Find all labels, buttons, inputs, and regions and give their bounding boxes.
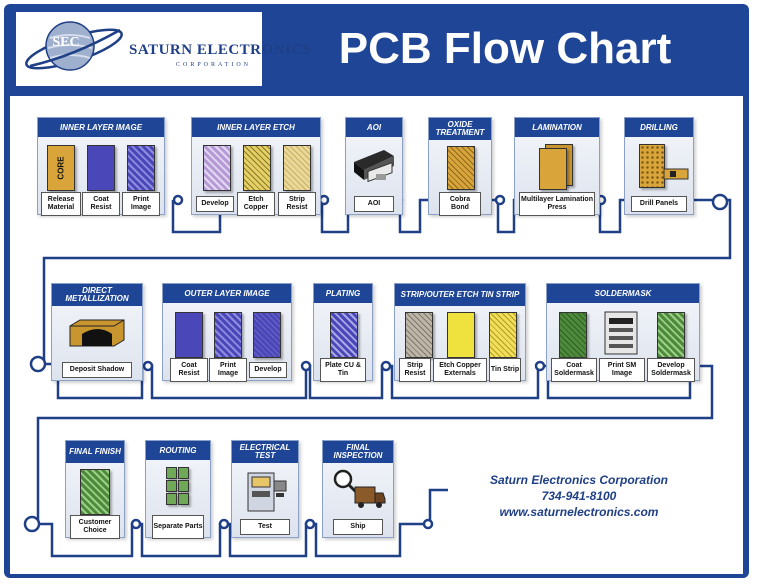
step-label: Separate Parts [152, 515, 204, 539]
step-label: Drill Panels [631, 196, 687, 212]
step-label: Develop Soldermask [647, 358, 695, 382]
etch-copper-panel-icon [447, 312, 475, 358]
stage-strip-outer-etch: STRIP/OUTER ETCH TIN STRIP Strip Resist … [394, 283, 526, 382]
stage-plating: PLATING Plate CU & Tin [313, 283, 373, 382]
step-label: Strip Resist [399, 358, 431, 382]
coat-resist-panel-icon [87, 145, 115, 191]
aoi-machine-icon [354, 150, 394, 183]
step-label: Strip Resist [278, 192, 316, 216]
contact-company: Saturn Electronics Corporation [489, 473, 669, 487]
stage-final-inspection: FINAL INSPECTION Ship [322, 440, 394, 538]
step-label: Ship [333, 519, 383, 535]
contact-phone: 734-941-8100 [541, 489, 617, 503]
stage-title: OUTER LAYER IMAGE [163, 284, 291, 303]
stage-direct-metallization: DIRECT METALLIZATION Deposit Shadow [51, 283, 143, 381]
develop-panel-icon [203, 145, 231, 191]
coat-soldermask-panel-icon [559, 312, 587, 358]
stage-title: DRILLING [625, 118, 693, 137]
step-label: Tin Strip [489, 358, 521, 382]
drill-panel-icon [639, 144, 665, 188]
coat-resist-panel-icon [175, 312, 203, 358]
stage-routing: ROUTING Separate Parts [145, 440, 211, 539]
routed-part-icon [178, 493, 189, 505]
electrical-tester-icon [247, 472, 287, 512]
develop-panel-icon [253, 312, 281, 358]
print-image-panel-icon [214, 312, 242, 358]
plating-panel-icon [330, 312, 358, 358]
stage-title: INNER LAYER IMAGE [38, 118, 164, 137]
company-subtitle: CORPORATION [176, 62, 252, 68]
company-logo: SEC SATURN ELECTRONICS CORPORATION [16, 12, 311, 86]
etch-copper-panel-icon [243, 145, 271, 191]
stage-final-finish: FINAL FINISH Customer Choice [65, 440, 125, 539]
step-label: Print Image [209, 358, 247, 382]
step-label: Customer Choice [70, 515, 120, 539]
step-label: Plate CU & Tin [320, 358, 366, 382]
deposit-shadow-icon [69, 319, 125, 347]
stage-title: LAMINATION [515, 118, 599, 137]
stage-title: PLATING [314, 284, 372, 303]
stage-soldermask: SOLDERMASK Coat Soldermask Print SM Imag… [546, 283, 700, 382]
stage-title: STRIP/OUTER ETCH TIN STRIP [395, 284, 525, 306]
stage-title: DIRECT METALLIZATION [52, 284, 142, 306]
step-label: Etch Copper Externals [433, 358, 487, 382]
step-label: Release Material [41, 192, 81, 216]
step-label: Print Image [122, 192, 160, 216]
stage-drilling: DRILLING Drill Panels [624, 117, 694, 215]
step-label: Deposit Shadow [62, 362, 132, 378]
stage-inner-layer-image: INNER LAYER IMAGE CORE Release Material … [37, 117, 165, 216]
step-label: Coat Resist [170, 358, 208, 382]
step-label: Multilayer Lamination Press [519, 192, 595, 216]
routed-part-icon [166, 480, 177, 492]
strip-resist-panel-icon [405, 312, 433, 358]
step-label: Coat Resist [82, 192, 120, 216]
core-panel-icon: CORE [47, 145, 75, 191]
cobra-bond-panel-icon [447, 146, 475, 190]
step-label: Coat Soldermask [551, 358, 597, 382]
company-name: SATURN ELECTRONICS [129, 42, 312, 58]
strip-resist-panel-icon [283, 145, 311, 191]
stage-inner-layer-etch: INNER LAYER ETCH Develop Etch Copper Str… [191, 117, 321, 216]
lamination-stack-icon [539, 148, 567, 190]
stage-title: FINAL FINISH [66, 441, 124, 463]
saturn-logo-icon: SEC [25, 21, 123, 71]
contact-website[interactable]: www.saturnelectronics.com [499, 505, 659, 519]
step-label: Cobra Bond [439, 192, 481, 216]
step-label: Develop [249, 362, 287, 378]
stage-aoi: AOI AOI [345, 117, 403, 215]
logo-mark: SEC [52, 35, 79, 50]
step-label: Develop [196, 196, 234, 212]
stage-outer-layer-image: OUTER LAYER IMAGE Coat Resist Print Imag… [162, 283, 292, 382]
step-label: AOI [354, 196, 394, 212]
print-image-panel-icon [127, 145, 155, 191]
routed-part-icon [166, 493, 177, 505]
drill-bit-icon [663, 168, 689, 180]
contact-info: Saturn Electronics Corporation 734-941-8… [448, 472, 710, 520]
routed-part-icon [166, 467, 177, 479]
stage-title: ELECTRICAL TEST [232, 441, 298, 463]
stage-title: INNER LAYER ETCH [192, 118, 320, 137]
stage-title: FINAL INSPECTION [323, 441, 393, 463]
stage-oxide-treatment: OXIDE TREATMENT Cobra Bond [428, 117, 492, 216]
final-finish-panel-icon [80, 469, 110, 515]
develop-soldermask-panel-icon [657, 312, 685, 358]
stage-lamination: LAMINATION Multilayer Lamination Press [514, 117, 600, 216]
stage-title: ROUTING [146, 441, 210, 460]
sm-printer-icon [604, 311, 638, 355]
routed-part-icon [178, 480, 189, 492]
stage-title: AOI [346, 118, 402, 137]
step-label: Etch Copper [237, 192, 275, 216]
step-label: Test [240, 519, 290, 535]
magnifier-truck-icon [333, 469, 386, 508]
core-label: CORE [56, 156, 66, 180]
tin-strip-panel-icon [489, 312, 517, 358]
stage-electrical-test: ELECTRICAL TEST Test [231, 440, 299, 538]
step-label: Print SM Image [599, 358, 645, 382]
routed-part-icon [178, 467, 189, 479]
page-title: PCB Flow Chart [338, 24, 672, 73]
stage-title: OXIDE TREATMENT [429, 118, 491, 140]
stage-title: SOLDERMASK [547, 284, 699, 303]
